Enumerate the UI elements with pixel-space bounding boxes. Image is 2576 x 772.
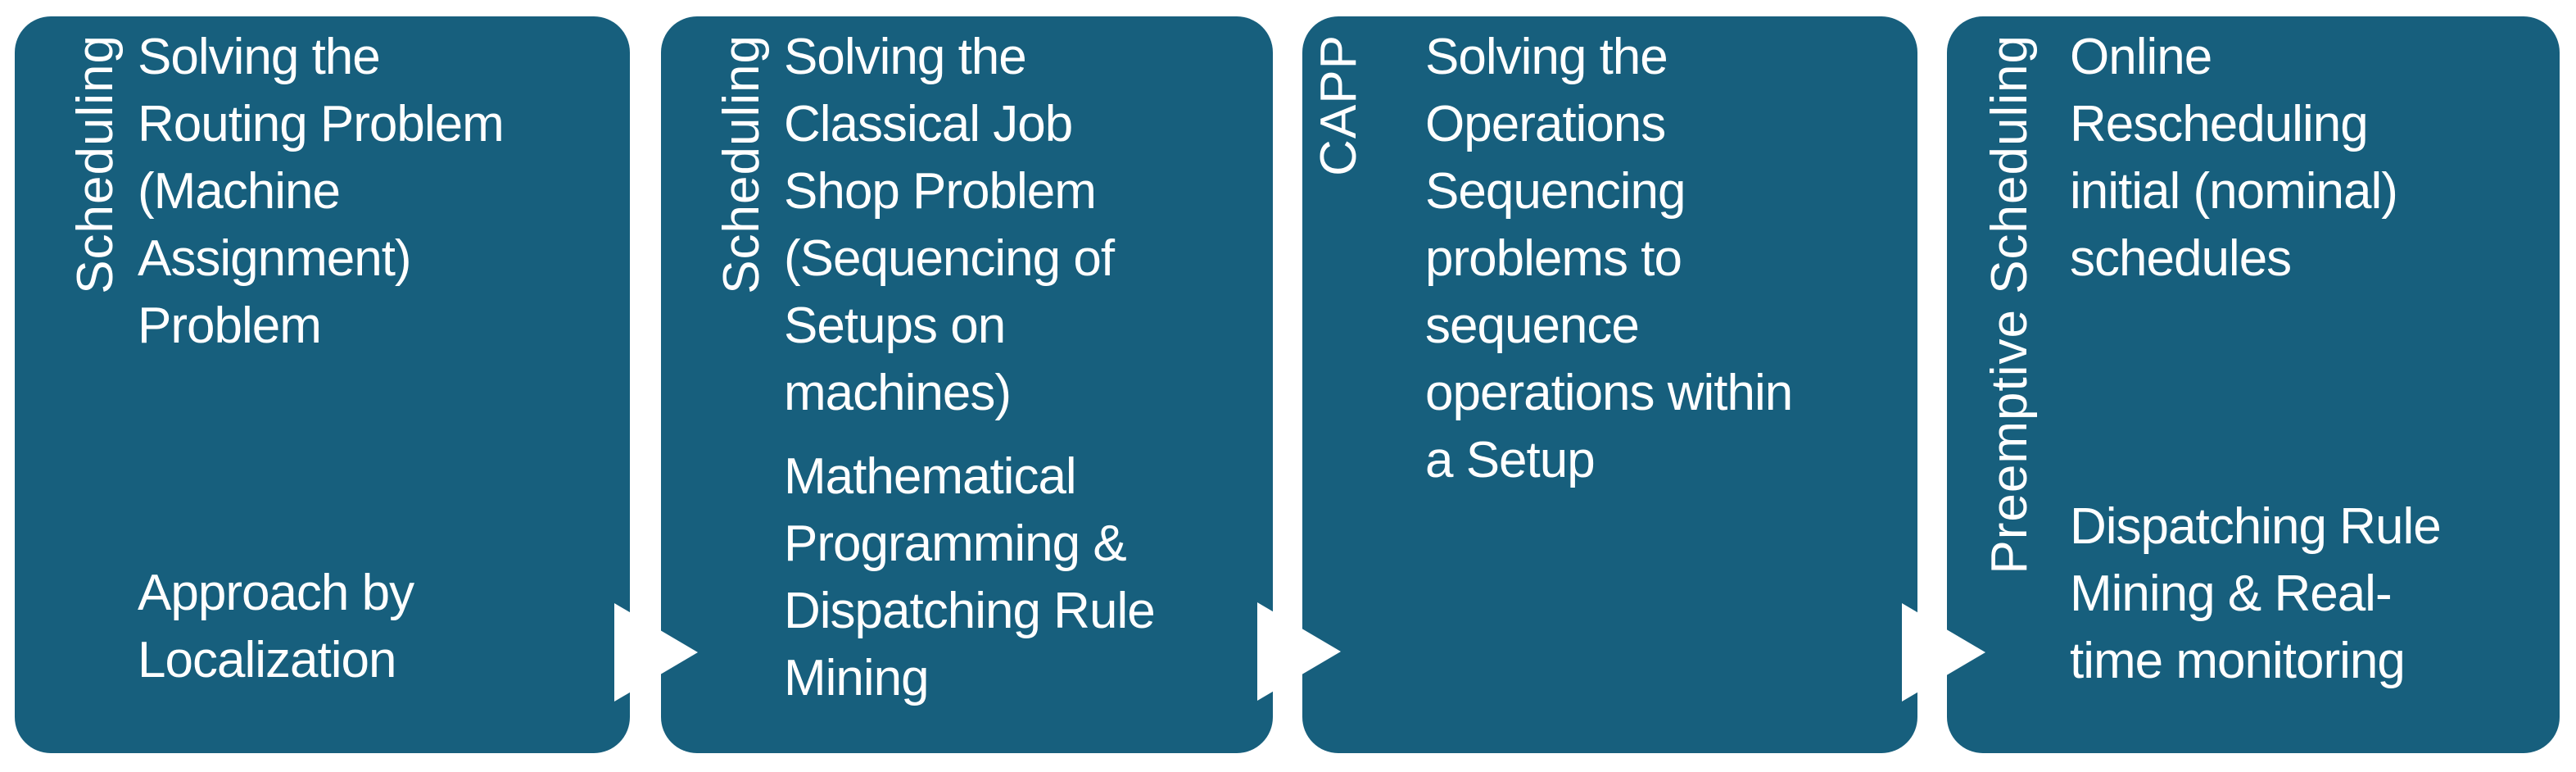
stage-category-label: Scheduling	[713, 34, 770, 294]
stage-box-job-shop-problem: Scheduling Solving the Classical Job Sho…	[661, 16, 1273, 753]
stage-category-label: Preemptive Scheduling	[1981, 34, 2038, 574]
stage-box-operations-sequencing: CAPP Solving the Operations Sequencing p…	[1302, 16, 1917, 753]
stage-description-primary: Solving the Routing Problem (Machine Ass…	[138, 29, 505, 354]
stage-box-online-rescheduling: Preemptive Scheduling Online Reschedulin…	[1947, 16, 2560, 753]
stage-description-secondary: Approach by Localization	[138, 565, 414, 688]
stage-description-secondary: Mathematical Programming & Dispatching R…	[784, 448, 1156, 706]
stage-description-primary: Solving the Operations Sequencing proble…	[1425, 29, 1793, 488]
stage-description-secondary: Dispatching Rule Mining & Real- time mon…	[2070, 498, 2442, 689]
stage-description-primary: Solving the Classical Job Shop Problem (…	[784, 29, 1115, 421]
stage-box-routing-problem: Scheduling Solving the Routing Problem (…	[15, 16, 630, 753]
stage-category-label: Scheduling	[67, 34, 124, 294]
stage-category-label: CAPP	[1311, 34, 1367, 176]
stage-description-primary: Online Rescheduling initial (nominal) sc…	[2070, 29, 2398, 287]
